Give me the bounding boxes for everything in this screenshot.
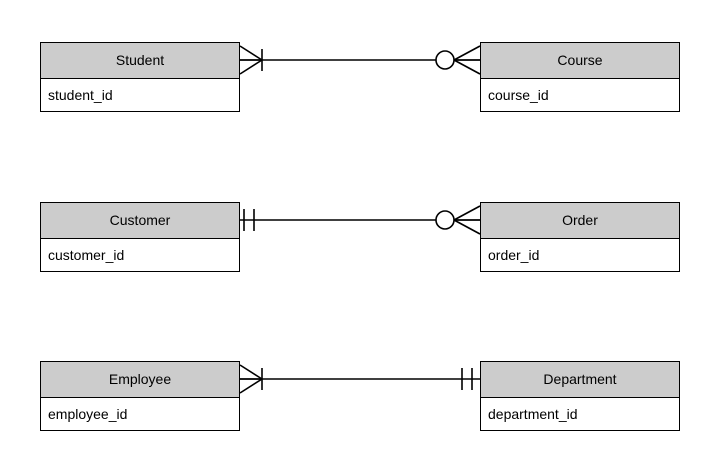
entity-employee-attributes: employee_id: [41, 398, 239, 430]
entity-course[interactable]: Course course_id: [480, 42, 680, 112]
attribute-student-id: student_id: [48, 87, 113, 103]
entity-order-name: Order: [481, 203, 679, 239]
entity-student[interactable]: Student student_id: [40, 42, 240, 112]
attribute-course-id: course_id: [488, 87, 549, 103]
entity-order[interactable]: Order order_id: [480, 202, 680, 272]
relationship-customer-order: Customer customer_id: [0, 202, 720, 272]
cardinality-circle-crowsfoot-right: [435, 45, 481, 75]
entity-customer-attributes: customer_id: [41, 239, 239, 271]
attribute-order-id: order_id: [488, 247, 540, 263]
relationship-employee-department: Employee employee_id: [0, 361, 720, 431]
cardinality-double-bar-right: [461, 368, 473, 390]
entity-customer-name: Customer: [41, 203, 239, 239]
cardinality-double-bar-left: [243, 209, 255, 231]
entity-student-name: Student: [41, 43, 239, 79]
connector-employee-department: [236, 361, 484, 431]
entity-customer[interactable]: Customer customer_id: [40, 202, 240, 272]
entity-course-attributes: course_id: [481, 79, 679, 111]
entity-student-attributes: student_id: [41, 79, 239, 111]
cardinality-crowsfoot-one-bar-left: [239, 45, 263, 75]
attribute-customer-id: customer_id: [48, 247, 125, 263]
entity-department-attributes: department_id: [481, 398, 679, 430]
connector-student-course: [236, 42, 484, 112]
relationship-student-course: Student student_id: [0, 42, 720, 112]
entity-department[interactable]: Department department_id: [480, 361, 680, 431]
entity-course-name: Course: [481, 43, 679, 79]
attribute-employee-id: employee_id: [48, 406, 128, 422]
cardinality-crowsfoot-one-bar-left: [239, 364, 263, 394]
entity-department-name: Department: [481, 362, 679, 398]
attribute-department-id: department_id: [488, 406, 578, 422]
entity-employee[interactable]: Employee employee_id: [40, 361, 240, 431]
cardinality-circle-crowsfoot-right: [435, 205, 481, 235]
entity-employee-name: Employee: [41, 362, 239, 398]
connector-customer-order: [236, 202, 484, 272]
entity-order-attributes: order_id: [481, 239, 679, 271]
